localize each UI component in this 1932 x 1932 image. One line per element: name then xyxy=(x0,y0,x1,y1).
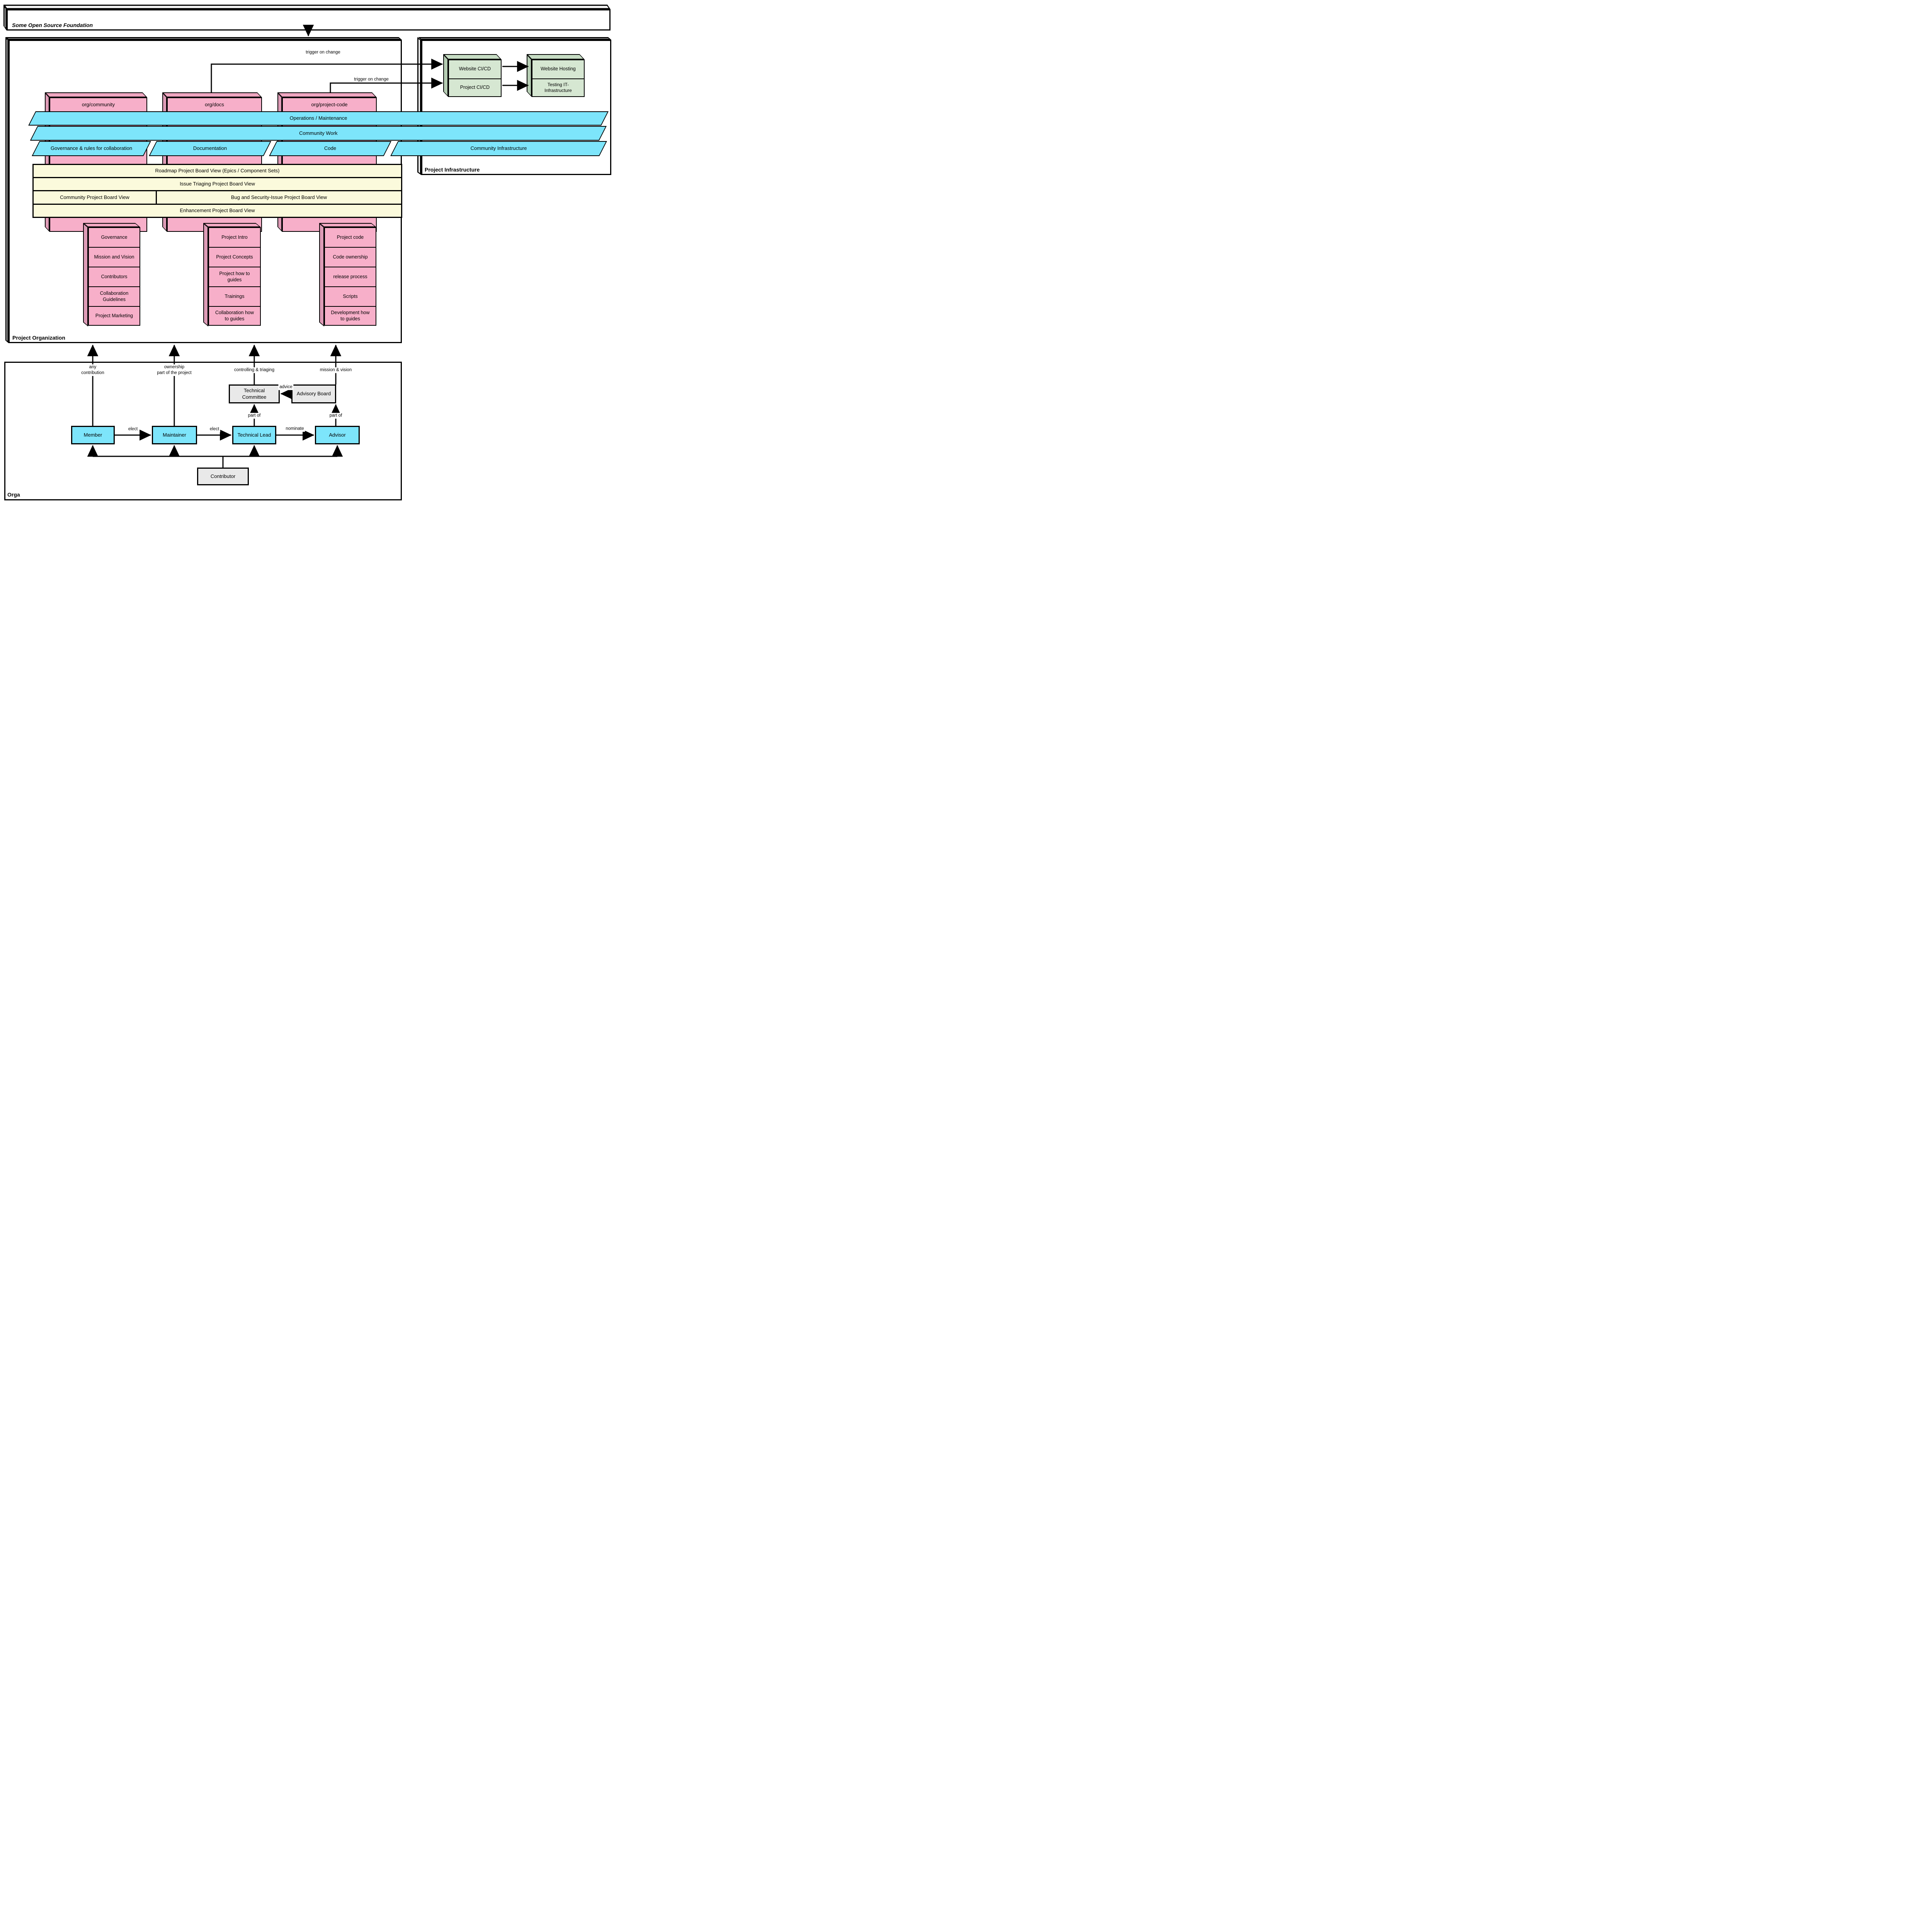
elect-1-label: elect xyxy=(127,426,139,432)
cube-top-face xyxy=(83,223,140,227)
cube-top-face xyxy=(443,54,502,60)
technical-lead-box: Technical Lead xyxy=(232,426,276,444)
contributor-box: Contributor xyxy=(197,468,249,485)
lane-community-infrastructure: Community Infrastructure xyxy=(390,141,607,156)
trigger-code-label: trigger on change xyxy=(353,77,390,83)
board-issue-triaging: Issue Triaging Project Board View xyxy=(32,177,402,191)
orga-title: Orga xyxy=(7,492,20,498)
lane-governance-rules: Governance & rules for collaboration xyxy=(32,141,151,156)
cube-top-face xyxy=(418,37,611,40)
stack-item: release process xyxy=(324,267,376,286)
cube-side-face xyxy=(443,54,448,97)
lane-label: Community Infrastructure xyxy=(470,145,527,151)
cube-top-face xyxy=(5,37,402,40)
cube-side-face xyxy=(83,223,88,327)
repo-label: org/docs xyxy=(205,101,224,107)
stack-item: Project code xyxy=(324,227,376,247)
mission-label: mission & vision xyxy=(318,367,353,373)
cube-top-face xyxy=(319,223,376,227)
stack-item: Scripts xyxy=(324,286,376,306)
cube-top-face xyxy=(44,92,147,97)
lane-label: Operations / Maintenance xyxy=(289,115,347,121)
foundation-title: Some Open Source Foundation xyxy=(12,22,93,28)
stack-item: Mission and Vision xyxy=(88,247,140,267)
cube-side-face xyxy=(3,5,7,31)
part-of-right-label: part of xyxy=(328,413,344,419)
board-roadmap: Roadmap Project Board View (Epics / Comp… xyxy=(32,164,402,178)
ownership-label: ownership part of the project xyxy=(156,364,193,376)
advisory-board-box: Advisory Board xyxy=(291,384,336,403)
stack-item: Project Intro xyxy=(208,227,261,247)
elect-2-label: elect xyxy=(208,426,221,432)
cube-top-face xyxy=(3,5,611,9)
website-hosting-box: Website Hosting xyxy=(532,60,585,78)
lane-community-work: Community Work xyxy=(30,126,607,141)
foundation-box: Some Open Source Foundation xyxy=(3,5,611,31)
technical-committee-box: Technical Committee xyxy=(229,384,280,403)
trigger-docs-label: trigger on change xyxy=(304,49,342,56)
cube-side-face xyxy=(203,223,208,327)
part-of-left-label: part of xyxy=(247,413,262,419)
cube-top-face xyxy=(203,223,261,227)
lane-label: Community Work xyxy=(299,130,338,136)
advice-label: advice xyxy=(278,384,294,390)
nominate-label: nominate xyxy=(284,426,305,432)
stack-item: Collaboration how to guides xyxy=(208,306,261,326)
stack-item: Collaboration Guidelines xyxy=(88,286,140,306)
lane-documentation: Documentation xyxy=(149,141,271,156)
project-cicd-box: Project CI/CD xyxy=(448,78,502,97)
cube-front-face xyxy=(7,9,611,31)
project-infrastructure-title: Project Infrastructure xyxy=(425,167,480,173)
maintainer-box: Maintainer xyxy=(152,426,197,444)
lane-label: Code xyxy=(324,145,337,151)
controlling-label: controlling & triaging xyxy=(233,367,276,373)
lane-code: Code xyxy=(269,141,391,156)
repo-label: org/project-code xyxy=(311,101,348,107)
testing-it-box: Testing IT- Infrastructure xyxy=(532,78,585,97)
stack-item: Code ownership xyxy=(324,247,376,267)
cube-top-face xyxy=(277,92,377,97)
lane-operations-maintenance: Operations / Maintenance xyxy=(28,111,609,126)
cicd-stack: Website CI/CD Project CI/CD xyxy=(443,54,502,97)
hosting-stack: Website Hosting Testing IT- Infrastructu… xyxy=(526,54,585,97)
stack-item: Governance xyxy=(88,227,140,247)
board-community: Community Project Board View xyxy=(32,190,157,205)
website-cicd-box: Website CI/CD xyxy=(448,60,502,78)
stack-item: Contributors xyxy=(88,267,140,286)
advisor-box: Advisor xyxy=(315,426,360,444)
member-box: Member xyxy=(71,426,115,444)
cube-top-face xyxy=(162,92,262,97)
cube-side-face xyxy=(527,54,532,97)
stack-item: Project Concepts xyxy=(208,247,261,267)
diagram-canvas: Some Open Source Foundation Project Orga… xyxy=(0,0,614,506)
cube-side-face xyxy=(319,223,324,327)
board-enhancement: Enhancement Project Board View xyxy=(32,204,402,218)
stack-item: Project how to guides xyxy=(208,267,261,286)
repo-label: org/community xyxy=(82,101,115,107)
cube-top-face xyxy=(526,54,585,60)
project-organization-title: Project Organization xyxy=(12,335,65,341)
lane-label: Governance & rules for collaboration xyxy=(51,145,133,151)
lane-label: Documentation xyxy=(193,145,227,151)
cube-side-face xyxy=(5,37,9,343)
any-contribution-label: any contribution xyxy=(80,364,105,376)
stack-item: Development how to guides xyxy=(324,306,376,326)
board-bug-security: Bug and Security-Issue Project Board Vie… xyxy=(156,190,402,205)
stack-item: Trainings xyxy=(208,286,261,306)
stack-item: Project Marketing xyxy=(88,306,140,326)
